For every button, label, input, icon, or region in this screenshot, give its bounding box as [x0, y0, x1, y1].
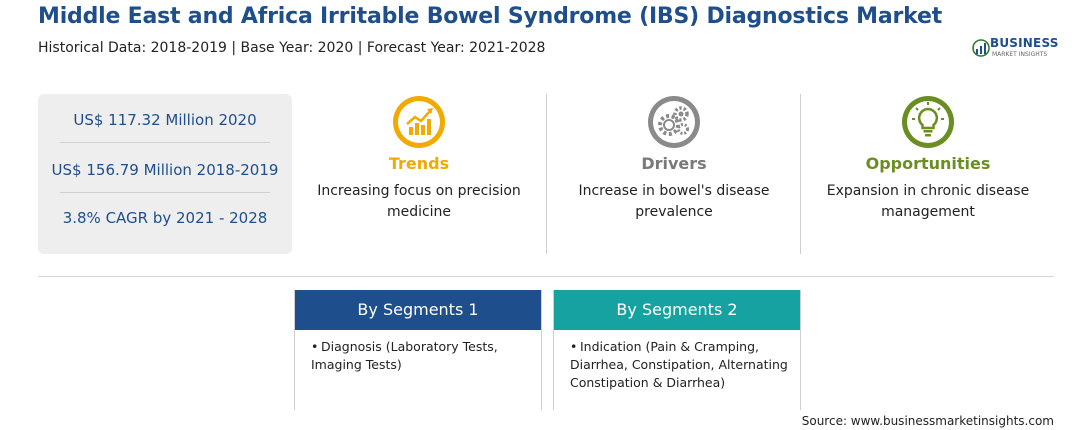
trend-chart-icon: [391, 94, 447, 150]
stat-cagr: 3.8% CAGR by 2021 - 2028: [62, 209, 268, 227]
source-credit: Source: www.businessmarketinsights.com: [801, 414, 1054, 428]
trends-title: Trends: [388, 154, 450, 173]
segment-1-item-text: Diagnosis (Laboratory Tests, Imaging Tes…: [311, 339, 498, 372]
trends-text-line-1: Increasing focus on precision: [317, 183, 521, 199]
bullet-icon: •: [570, 339, 578, 354]
drivers-title: Drivers: [641, 154, 707, 173]
logo-tagline: MARKET INSIGHTS: [992, 51, 1048, 58]
opportunities-title: Opportunities: [865, 154, 991, 173]
company-logo[interactable]: BUSINESS MARKET INSIGHTS: [972, 36, 1064, 62]
section-divider: [38, 276, 1054, 277]
trends-text: Increasing focus on precision medicine: [294, 181, 544, 223]
opportunities-text: Expansion in chronic disease management: [803, 181, 1053, 223]
segment-2-title: By Segments 2: [554, 290, 800, 330]
opportunities-text-line-2: management: [881, 204, 975, 220]
stat-divider: [60, 142, 270, 143]
opportunities-text-line-1: Expansion in chronic disease: [826, 183, 1030, 199]
drivers-text-line-1: Increase in bowel's disease: [578, 183, 770, 199]
drivers-pillar: Drivers Increase in bowel's disease prev…: [549, 94, 799, 223]
segment-1-title: By Segments 1: [295, 290, 541, 330]
pillar-divider: [546, 94, 547, 254]
page-subtitle: Historical Data: 2018-2019 | Base Year: …: [38, 40, 546, 56]
segment-2-item: •Indication (Pain & Cramping, Diarrhea, …: [554, 330, 800, 392]
drivers-text: Increase in bowel's disease prevalence: [549, 181, 799, 223]
segment-2-item-text: Indication (Pain & Cramping, Diarrhea, C…: [570, 339, 788, 390]
lightbulb-icon: [900, 94, 956, 150]
stat-historical-value: US$ 156.79 Million 2018-2019: [51, 161, 279, 179]
logo-brand-text: BUSINESS: [990, 36, 1059, 50]
opportunities-pillar: Opportunities Expansion in chronic disea…: [803, 94, 1053, 223]
logo-globe-icon: [972, 39, 990, 57]
segment-2-card: By Segments 2 •Indication (Pain & Crampi…: [553, 290, 801, 410]
gears-icon: [646, 94, 702, 150]
trends-pillar: Trends Increasing focus on precision med…: [294, 94, 544, 223]
page-title: Middle East and Africa Irritable Bowel S…: [38, 4, 943, 29]
drivers-text-line-2: prevalence: [635, 204, 713, 220]
stat-divider: [60, 192, 270, 193]
segment-1-card: By Segments 1 •Diagnosis (Laboratory Tes…: [294, 290, 542, 410]
trends-text-line-2: medicine: [386, 204, 452, 220]
pillar-divider: [800, 94, 801, 254]
segment-1-item: •Diagnosis (Laboratory Tests, Imaging Te…: [295, 330, 541, 374]
stat-market-value-2020: US$ 117.32 Million 2020: [73, 111, 257, 129]
bullet-icon: •: [311, 339, 319, 354]
market-stats-panel: US$ 117.32 Million 2020 US$ 156.79 Milli…: [38, 94, 292, 254]
